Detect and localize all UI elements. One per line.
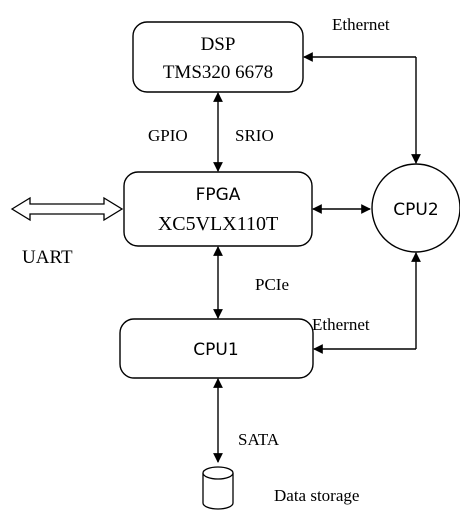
fpga-block: FPGA XC5VLX110T [123, 171, 313, 247]
dsp-block: DSP TMS320 6678 [132, 21, 304, 93]
sata-label: SATA [238, 430, 280, 449]
dsp-label: DSP [201, 34, 236, 55]
fpga-label: FPGA [196, 185, 241, 205]
ethernet-bottom-label: Ethernet [312, 315, 370, 334]
fpga-part-number: XC5VLX110T [158, 213, 278, 235]
storage-cylinder-icon [202, 466, 234, 510]
uart-label: UART [22, 247, 73, 268]
cpu1-label: CPU1 [193, 340, 238, 360]
cpu1-cpu2-ethernet-link [313, 252, 421, 354]
data-storage-label: Data storage [274, 486, 359, 505]
dsp-part-number: TMS320 6678 [163, 62, 273, 83]
dsp-box [132, 21, 304, 93]
ethernet-top-label: Ethernet [332, 15, 390, 34]
cpu2-circle [371, 163, 460, 253]
uart-double-arrow-icon [10, 196, 124, 222]
dsp-cpu2-ethernet-link [303, 52, 421, 164]
srio-label: SRIO [235, 126, 274, 145]
pcie-label: PCIe [255, 275, 289, 294]
cpu2-label: CPU2 [393, 200, 438, 220]
gpio-label: GPIO [148, 126, 188, 145]
cpu1-block: CPU1 [119, 318, 314, 379]
cpu2-block: CPU2 [371, 163, 460, 253]
fpga-box [123, 171, 313, 247]
cpu1-box [119, 318, 314, 379]
